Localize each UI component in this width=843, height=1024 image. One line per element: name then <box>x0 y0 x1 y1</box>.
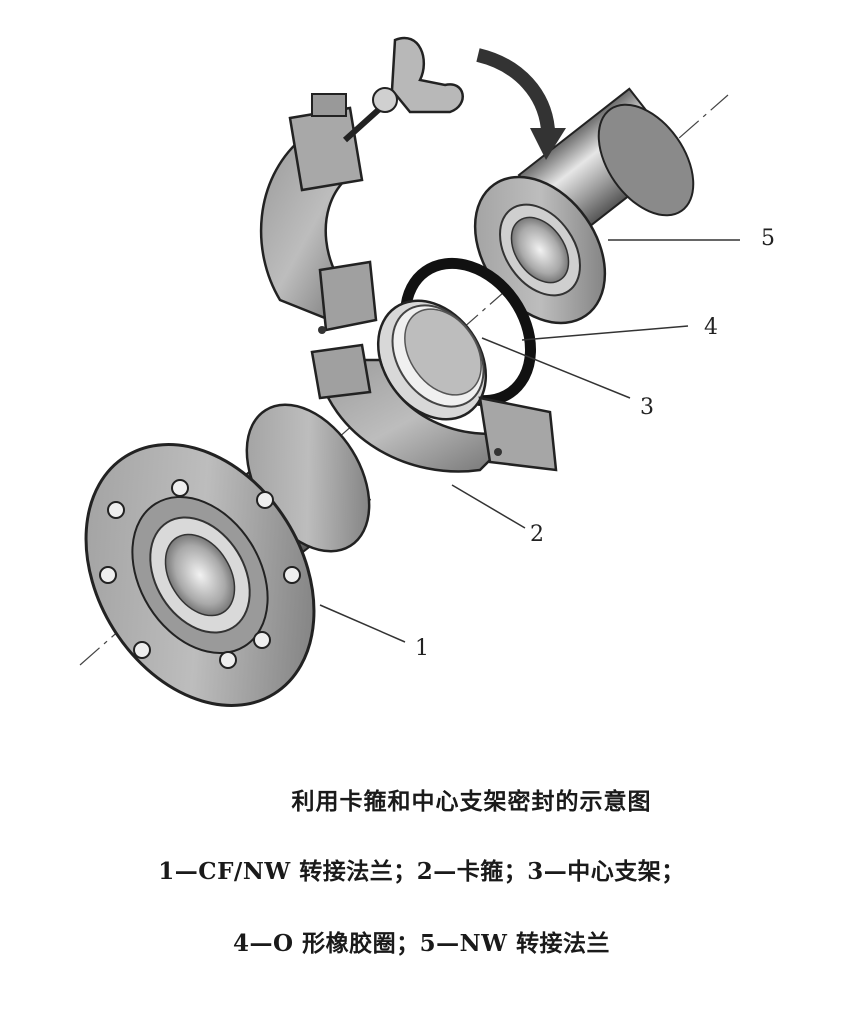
cf-nw-adapter-flange-part <box>84 403 372 707</box>
callout-2: 2 <box>530 522 544 547</box>
callout-1: 1 <box>415 636 429 661</box>
centering-ring-part <box>376 299 488 421</box>
clamp-upper-half <box>259 93 378 334</box>
figure-caption-title: 利用卡箍和中心支架密封的示意图 <box>291 788 652 815</box>
nw-adapter-flange-part <box>473 87 695 325</box>
callout-4: 4 <box>704 315 718 340</box>
callout-3: 3 <box>640 395 654 420</box>
callout-5: 5 <box>761 226 775 251</box>
clamp-lower-half <box>310 343 558 473</box>
leader-line-1 <box>319 604 406 643</box>
wing-nut <box>342 36 464 143</box>
exploded-assembly-drawing <box>79 36 740 707</box>
leader-line-3 <box>481 337 631 399</box>
leader-line-4 <box>521 325 689 341</box>
leader-line-2 <box>451 484 526 529</box>
rotation-arrow <box>476 48 566 160</box>
figure-legend-line-1: 1—CF/NW 转接法兰；2—卡箍；3—中心支架； <box>158 858 685 885</box>
figure-legend-line-2: 4—O 形橡胶圈；5—NW 转接法兰 <box>233 930 610 957</box>
